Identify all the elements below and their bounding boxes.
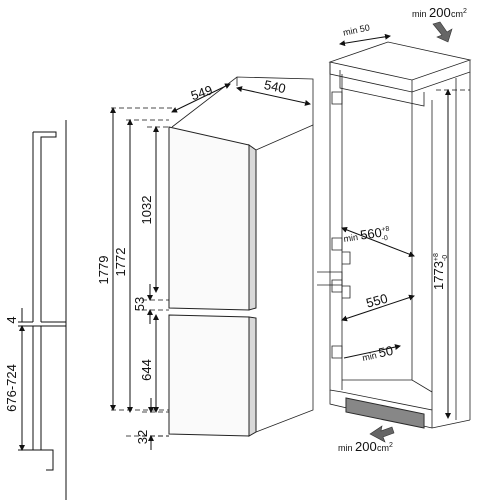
vent-bottom-arrow-icon: [369, 425, 395, 443]
dim-1032: 1032: [139, 196, 154, 225]
niche-dimension-lines: [339, 33, 470, 419]
vent-top-unit: cm2: [451, 8, 467, 19]
appliance-body: [168, 76, 314, 437]
niche-cabinet: [317, 41, 472, 429]
dim-676-724: 676-724: [4, 364, 19, 412]
vent-top-label: min 200: [412, 5, 451, 20]
dim-1779: 1779: [96, 256, 111, 285]
dim-min-50-top: min 50: [342, 22, 371, 37]
appliance-dimension-lines: [110, 107, 172, 450]
dim-540: 540: [263, 77, 287, 96]
dim-32: 32: [135, 430, 150, 444]
vent-bottom-unit: cm2: [377, 442, 393, 453]
dim-550: 550: [364, 291, 389, 311]
dim-1773: 1773+8-0: [431, 253, 449, 290]
dim-min-560: min 560+8-0: [342, 224, 391, 248]
dim-644: 644: [139, 359, 154, 381]
dim-53: 53: [132, 297, 147, 311]
dim-min-50-bottom: min 50: [361, 343, 395, 364]
side-view-profile: [18, 120, 67, 500]
vent-bottom-label: min 200: [338, 439, 377, 454]
vent-top-arrow-icon: [432, 21, 453, 43]
dim-549: 549: [189, 82, 214, 103]
dim-1772: 1772: [113, 248, 128, 277]
dim-4: 4: [4, 316, 19, 323]
